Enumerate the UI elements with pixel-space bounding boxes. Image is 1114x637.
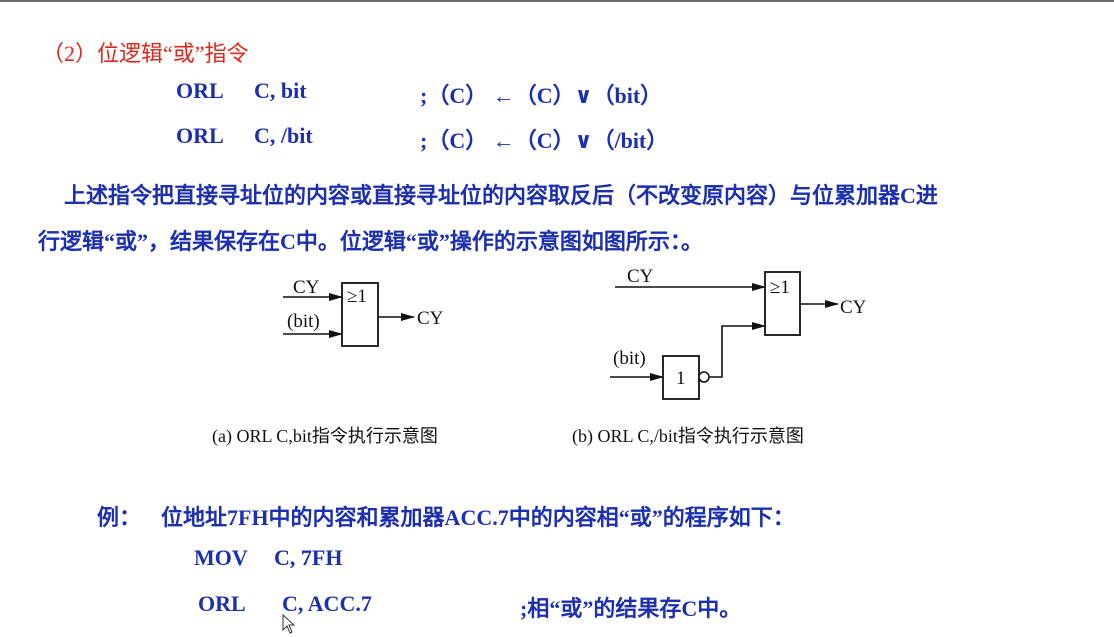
diagram-b: CY (bit) 1 ≥1 CY bbox=[610, 266, 867, 400]
diagram-a-or-gate bbox=[341, 282, 379, 347]
example-line-2-comment: ;相“或”的结果存C中。 bbox=[520, 596, 742, 621]
diagram-a-input2-label: (bit) bbox=[287, 311, 320, 332]
diagram-b-caption: (b) ORL C,/bit指令执行示意图 bbox=[572, 426, 804, 446]
paragraph-line-2: 行逻辑“或”，结果保存在C中。位逻辑“或”操作的示意图如图所示：。 bbox=[38, 229, 703, 254]
diagram-b-input2-label: (bit) bbox=[613, 348, 646, 369]
diagram-b-not-label: 1 bbox=[676, 368, 686, 389]
example-text: 位地址7FH中的内容和累加器ACC.7中的内容相“或”的程序如下： bbox=[161, 505, 795, 530]
diagram-b-inverter-bubble bbox=[698, 371, 710, 383]
example-line-2-mnemonic: ORL bbox=[198, 591, 246, 616]
diagram-a-gate-label: ≥1 bbox=[347, 286, 367, 307]
section-title: （2）位逻辑“或”指令 bbox=[42, 41, 249, 66]
instruction-1-comment: ;（C） ←（C）∨（bit） bbox=[420, 83, 663, 108]
example-line-1-mnemonic: MOV bbox=[194, 545, 248, 570]
diagram-b-or-gate bbox=[764, 271, 801, 336]
example-line-2-operand: C, ACC.7 bbox=[282, 591, 372, 616]
paragraph-line-1: 上述指令把直接寻址位的内容或直接寻址位的内容取反后（不改变原内容）与位累加器C进 bbox=[64, 183, 938, 208]
instruction-2-mnemonic: ORL bbox=[176, 123, 224, 148]
mouse-cursor-icon bbox=[282, 614, 296, 634]
diagram-b-inverted-wire bbox=[709, 322, 766, 378]
example-line-1-operand: C, 7FH bbox=[274, 545, 343, 570]
diagram-a-caption: (a) ORL C,bit指令执行示意图 bbox=[212, 426, 438, 446]
example-label: 例： bbox=[97, 505, 142, 530]
diagram-a-input1-label: CY bbox=[293, 277, 320, 298]
instruction-1-mnemonic: ORL bbox=[176, 78, 224, 103]
diagram-b-not-gate bbox=[662, 355, 700, 400]
top-border-line bbox=[0, 0, 1114, 2]
diagram-b-gate-label: ≥1 bbox=[770, 277, 790, 298]
diagram-a: CY (bit) ≥1 CY bbox=[283, 277, 444, 347]
instruction-1-operand: C, bit bbox=[254, 78, 307, 103]
diagram-a-output-label: CY bbox=[417, 308, 444, 329]
diagram-b-input1-label: CY bbox=[627, 266, 654, 287]
instruction-2-comment: ;（C） ←（C）∨（/bit） bbox=[420, 128, 669, 153]
diagram-b-output-label: CY bbox=[840, 297, 867, 318]
instruction-2-operand: C, /bit bbox=[254, 123, 313, 148]
